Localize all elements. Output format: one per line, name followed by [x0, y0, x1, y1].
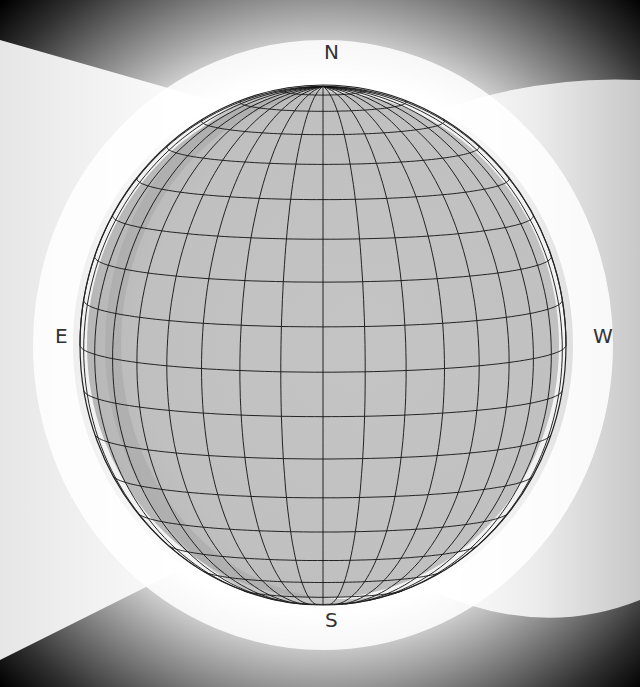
grid-line — [113, 476, 533, 498]
compass-label: N — [324, 42, 339, 62]
grid-line — [113, 215, 534, 239]
grid-line — [323, 86, 566, 345]
grid-line — [323, 86, 551, 593]
grid-line — [168, 546, 477, 561]
grid-line — [202, 119, 445, 135]
sun-disk — [80, 85, 566, 605]
limb-brightening — [80, 85, 566, 605]
grid-line — [167, 145, 479, 164]
grid-line — [80, 86, 323, 345]
grid-line — [323, 86, 533, 600]
grid-line — [80, 345, 566, 372]
compass-label: S — [325, 610, 338, 630]
grid-line — [137, 177, 509, 199]
compass-label: W — [593, 326, 613, 346]
lat-lon-grid — [80, 86, 566, 605]
disk-outline — [80, 85, 566, 605]
grid-line — [204, 572, 442, 583]
limb-glow — [53, 60, 593, 630]
grid-line — [113, 86, 323, 600]
grid-line — [244, 591, 402, 597]
grid-line — [95, 435, 551, 459]
grid-line — [84, 391, 562, 417]
grid-line — [84, 300, 563, 327]
east-limb-shade — [113, 83, 577, 607]
grid-line — [95, 256, 552, 282]
grid-line — [240, 100, 406, 111]
compass-label: E — [55, 326, 68, 346]
grid-line — [281, 90, 365, 96]
grid-line — [138, 513, 508, 532]
